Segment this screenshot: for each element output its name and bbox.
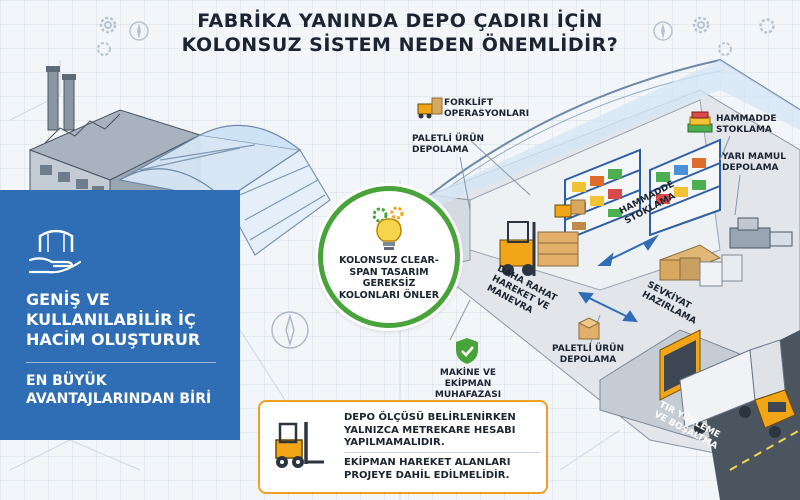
- label-semi-finished: YARI MAMUL DEPOLAMA: [722, 152, 786, 173]
- box-icon: [577, 317, 601, 340]
- compass-icon: [271, 311, 309, 349]
- label-forklift-operations: FORKLİFT OPERASYONLARI: [444, 98, 530, 119]
- pallet-stacks: [658, 244, 743, 287]
- benefit-panel: GENİŞ VE KULLANILABİLİR İÇ HACİM OLUŞTUR…: [0, 190, 240, 440]
- benefit-main-text: GENİŞ VE KULLANILABİLİR İÇ HACİM OLUŞTUR…: [26, 290, 201, 349]
- title-line-1: FABRİKA YANINDA DEPO ÇADIRI İÇİN: [197, 10, 603, 32]
- label-machine-protection: MAKİNE VE EKİPMAN MUHAFAZASI: [434, 368, 502, 400]
- label-pallet-storage-top: PALETLİ ÜRÜN DEPOLAMA: [412, 134, 485, 155]
- benefit-sub-text: EN BÜYÜK AVANTAJLARINDAN BİRİ: [26, 373, 212, 407]
- title-line-2: KOLONSUZ SİSTEM NEDEN ÖNEMLİDİR?: [181, 34, 619, 56]
- note-text-1: DEPO ÖLÇÜSÜ BELİRLENİRKEN YALNIZCA METRE…: [344, 412, 516, 448]
- gear-icon: [718, 42, 732, 56]
- stacked-boxes-icon: [687, 111, 713, 133]
- note-divider: [344, 452, 540, 453]
- gear-icon: [759, 18, 775, 34]
- storage-rack-left: [564, 148, 641, 242]
- compass-icon: [129, 21, 149, 41]
- forklift-illustration: [499, 221, 579, 276]
- page-title: FABRİKA YANINDA DEPO ÇADIRI İÇİN KOLONSU…: [140, 10, 660, 56]
- shield-icon: [456, 338, 478, 364]
- forklift-icon: [275, 422, 324, 468]
- truck: [679, 339, 796, 438]
- storage-rack-right: [649, 138, 721, 237]
- forklift-label-icon: [417, 97, 443, 119]
- forklift-small: [554, 199, 586, 218]
- tent-in-hand-icon: [28, 229, 82, 274]
- note-text-2: EKİPMAN HAREKET ALANLARI PROJEYE DAHİL E…: [344, 457, 511, 481]
- note-box: DEPO ÖLÇÜSÜ BELİRLENİRKEN YALNIZCA METRE…: [258, 400, 548, 494]
- divider: [26, 362, 216, 363]
- aisle-arrows: [578, 234, 659, 323]
- gear-icon: [692, 16, 710, 34]
- compass-icon: [653, 21, 673, 41]
- gear-lightbulb-icon: [372, 206, 404, 250]
- clear-span-text: KOLONSUZ CLEAR-SPAN TASARIM GEREKSİZ KOL…: [338, 255, 440, 301]
- gear-icon: [99, 16, 117, 34]
- machine-equipment: [729, 217, 793, 249]
- label-pallet-storage-bottom: PALETLİ ÜRÜN DEPOLAMA: [551, 344, 625, 365]
- gear-icon: [97, 42, 111, 56]
- clear-span-badge: KOLONSUZ CLEAR-SPAN TASARIM GEREKSİZ KOL…: [318, 186, 460, 328]
- label-raw-material-right: HAMMADDE STOKLAMA: [716, 114, 777, 135]
